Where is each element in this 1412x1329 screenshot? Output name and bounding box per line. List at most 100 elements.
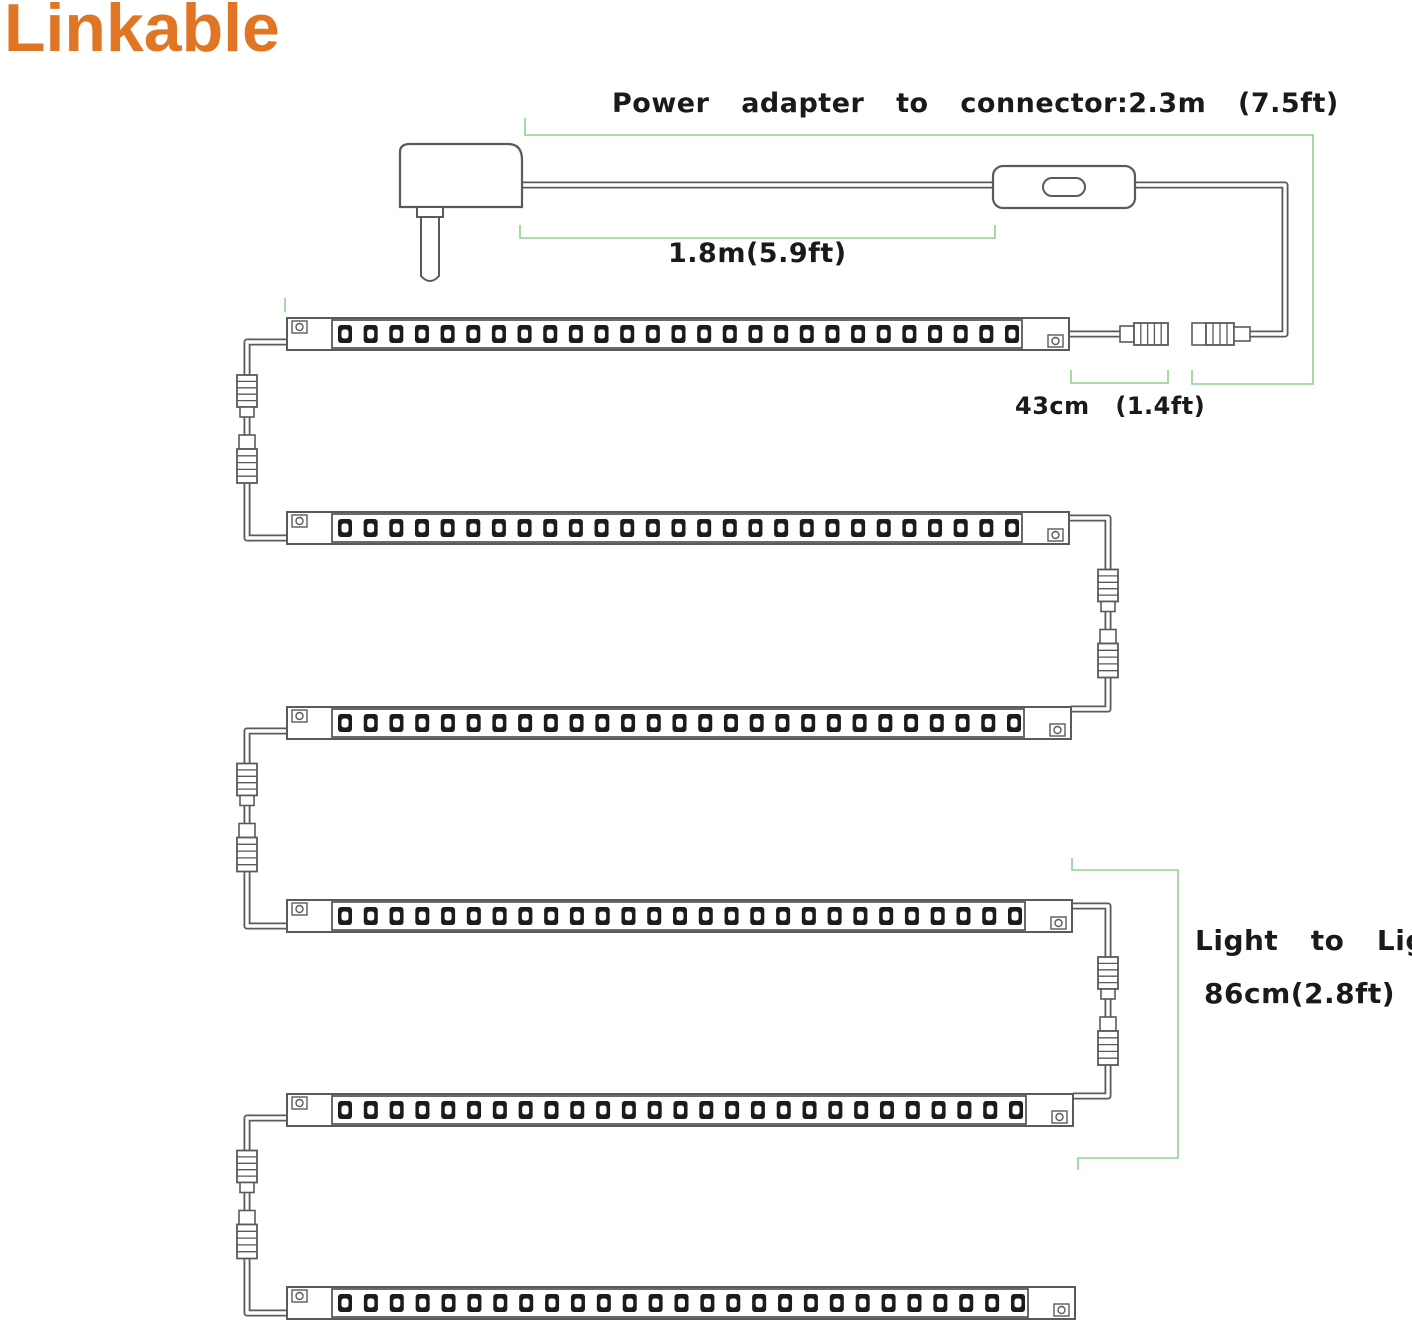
end-cap-screw (291, 1289, 308, 1303)
led-lens (624, 718, 632, 728)
led-lens (934, 911, 942, 921)
led-lens (909, 1105, 917, 1115)
led-lens (677, 1105, 684, 1115)
led-lens (1008, 329, 1016, 339)
male-connector (1097, 956, 1119, 990)
led-lens (573, 718, 581, 728)
led-lens (495, 329, 503, 339)
wires (243, 181, 1289, 1317)
female-connector-mouth (238, 822, 256, 839)
led-lens (469, 329, 477, 339)
led-lens (910, 1298, 918, 1308)
dimension-adapter-to-connector (524, 118, 1314, 385)
end-cap-screw (291, 320, 308, 334)
led-lens (885, 1298, 893, 1308)
led-lens (751, 329, 759, 339)
led-lens (444, 329, 452, 339)
led-lens (881, 718, 889, 728)
led-lens (651, 1105, 659, 1115)
led-lens (780, 1105, 788, 1115)
led-lens (700, 329, 708, 339)
led-lens (521, 523, 529, 533)
led-lens (935, 1105, 943, 1115)
led-lens (804, 718, 812, 728)
led-lens (625, 1105, 633, 1115)
female-connector-mouth (238, 1209, 256, 1226)
led-lens (676, 911, 684, 921)
led-lens (392, 718, 400, 728)
led-lens (726, 329, 734, 339)
female-connector-mouth (1099, 1016, 1117, 1032)
light-to-light-value: 86cm(2.8ft) (1204, 977, 1395, 1010)
led-lens (522, 1105, 530, 1115)
female-connector (236, 448, 258, 484)
screw-hole (295, 1291, 304, 1301)
led-lens (649, 523, 657, 533)
led-lens (496, 1105, 504, 1115)
led-lens (367, 1298, 375, 1308)
led-lens (599, 911, 607, 921)
led-lens (367, 329, 375, 339)
led-lens (419, 1298, 427, 1308)
dc-connector-pair (236, 1149, 258, 1260)
led-lens (883, 1105, 891, 1115)
led-lens (882, 911, 890, 921)
led-lens (905, 523, 913, 533)
dc-connector-pair (236, 762, 258, 873)
end-cap-screw (1053, 1303, 1070, 1317)
led-lens (470, 1298, 478, 1308)
led-lens (600, 1298, 608, 1308)
led-lens (754, 1105, 762, 1115)
led-lens (573, 911, 581, 921)
led-lens (831, 1105, 839, 1115)
led-lens (675, 329, 682, 339)
led-lens (444, 1105, 452, 1115)
light-bar (286, 511, 1070, 545)
led-lens (650, 911, 658, 921)
male-connector-tip (239, 1181, 255, 1194)
male-connector (1097, 568, 1119, 603)
led-lens (469, 523, 477, 533)
light-to-light-label: Light to Light: (1195, 924, 1412, 957)
led-lens (726, 523, 734, 533)
dimension-lead-wire (1070, 370, 1169, 384)
led-lens (830, 718, 838, 728)
led-lens (573, 1105, 581, 1115)
led-lens (777, 329, 785, 339)
led-lens (495, 523, 503, 533)
led-lens (418, 329, 426, 339)
led-lens (341, 523, 349, 533)
led-lens (779, 911, 787, 921)
led-lens (751, 523, 759, 533)
led-lens (546, 329, 554, 339)
led-lens (418, 1105, 426, 1115)
end-cap-screw (1047, 528, 1064, 542)
led-lens (623, 523, 631, 533)
led-lens (984, 718, 992, 728)
male-connector-tip (239, 794, 255, 807)
adapter-cord-length-label: 1.8m(5.9ft) (668, 238, 847, 269)
led-lens (496, 911, 504, 921)
led-lens (931, 523, 939, 533)
female-connector (236, 1223, 258, 1260)
light-bar (286, 1286, 1076, 1320)
led-lens (982, 329, 990, 339)
led-lens (986, 1105, 994, 1115)
dimension-lines (284, 118, 1314, 1170)
led-lens (574, 1298, 582, 1308)
led-lens (957, 329, 965, 339)
connectors (236, 322, 1251, 1260)
led-lens (701, 718, 709, 728)
led-lens (572, 329, 580, 339)
led-lens (652, 1298, 660, 1308)
led-lens (854, 329, 862, 339)
female-connector-mouth (1099, 628, 1117, 645)
led-lens (856, 718, 864, 728)
led-lens (418, 718, 426, 728)
led-lens (700, 523, 708, 533)
led-lens (444, 911, 452, 921)
led-lens (828, 329, 836, 339)
link-wire-core (1069, 516, 1110, 711)
female-connector (1097, 1030, 1119, 1066)
led-lens (856, 911, 864, 921)
